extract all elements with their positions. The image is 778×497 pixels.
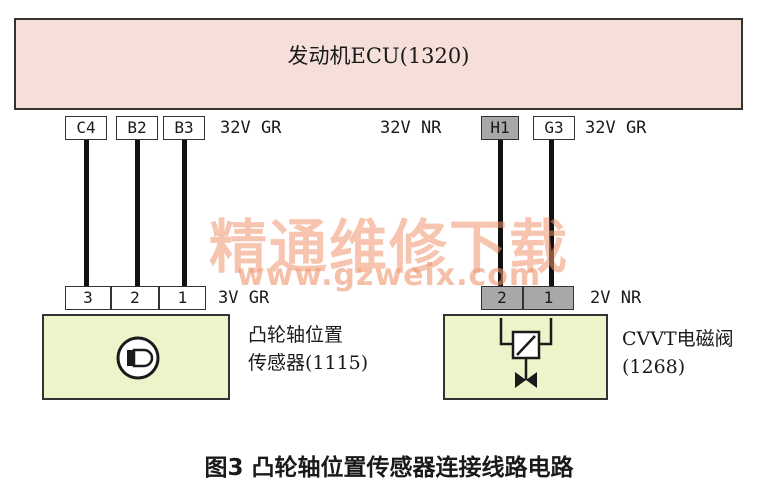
ecu-pin-h1: H1 (481, 116, 519, 140)
sensor-pin-2: 2 (111, 286, 159, 310)
solenoid-valve-icon (499, 318, 553, 388)
wire-b2-2 (135, 140, 140, 286)
wire-g3-1 (549, 140, 554, 286)
wire-c4-3 (84, 140, 89, 286)
sensor-symbol-icon (116, 336, 160, 380)
camshaft-sensor-box (42, 314, 230, 400)
ecu-box: 发动机ECU(1320) (14, 18, 743, 110)
ecu-label: 发动机ECU(1320) (287, 44, 470, 68)
wire-b3-1 (182, 140, 187, 286)
valve-pin-2: 2 (481, 286, 523, 310)
wire-h1-2 (498, 140, 503, 286)
watermark-text: 精通维修下载 (208, 213, 569, 281)
sensor-pin-3: 3 (65, 286, 111, 310)
wire-note-valve: 2V NR (590, 288, 642, 308)
figure-caption: 图3 凸轮轴位置传感器连接线路电路 (204, 455, 574, 481)
valve-pin-1: 1 (523, 286, 574, 310)
camshaft-sensor-label-line1: 凸轮轴位置 (248, 324, 344, 346)
wire-note-ecu-right: 32V GR (585, 118, 647, 138)
wire-note-ecu-mid: 32V NR (380, 118, 442, 138)
ecu-pin-c4: C4 (65, 116, 107, 140)
ecu-pin-b3: B3 (163, 116, 205, 140)
cvvt-valve-box (443, 314, 608, 400)
camshaft-sensor-label-line2: 传感器(1115) (248, 352, 369, 374)
ecu-pin-b2: B2 (116, 116, 158, 140)
ecu-pin-g3: G3 (533, 116, 575, 140)
wire-note-ecu-left: 32V GR (220, 118, 282, 138)
cvvt-valve-label-line2: (1268) (622, 356, 686, 378)
cvvt-valve-label-line1: CVVT电磁阀 (622, 328, 734, 350)
wire-note-sensor: 3V GR (218, 288, 270, 308)
sensor-pin-1: 1 (159, 286, 206, 310)
